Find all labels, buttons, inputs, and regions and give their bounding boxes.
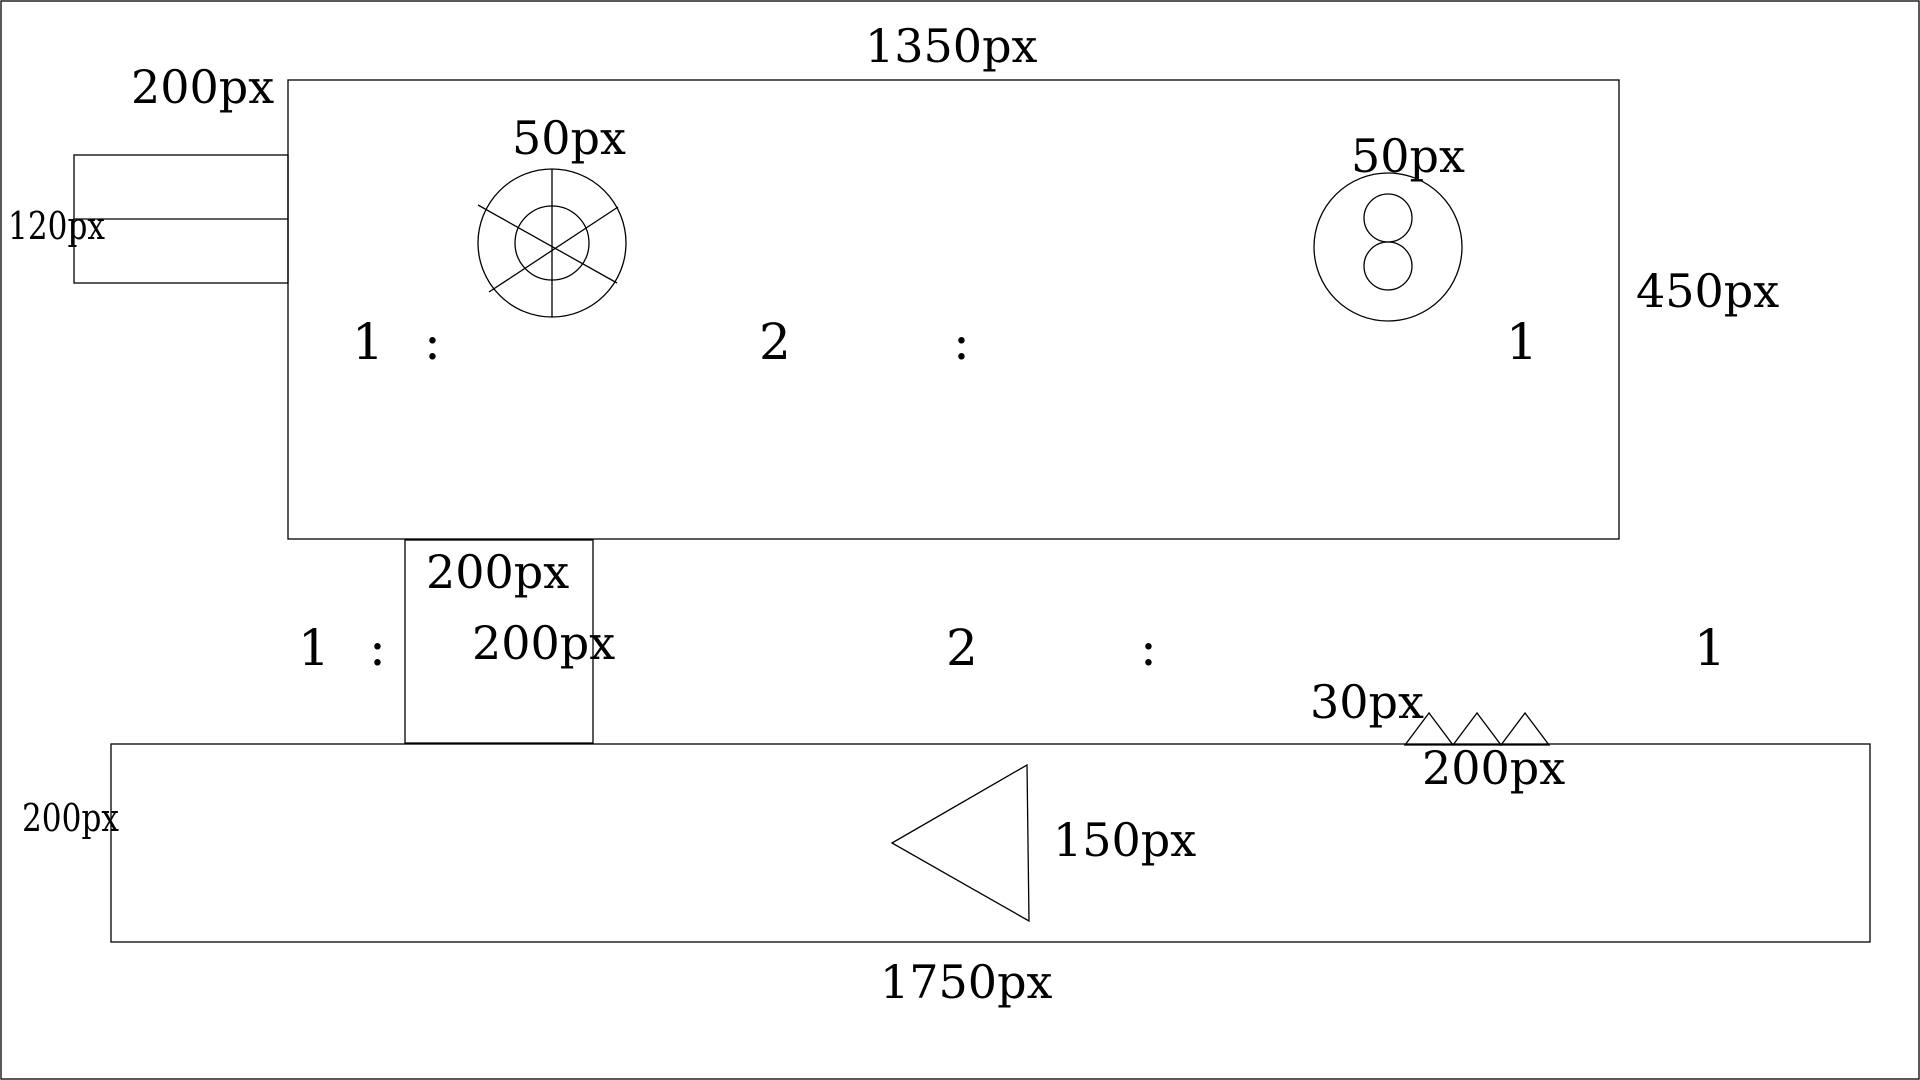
top-ratio-2: 2 xyxy=(759,313,791,371)
triangle-left-icon xyxy=(890,763,1030,923)
top-ratio-1: 1 xyxy=(352,313,384,371)
top-panel-rect xyxy=(287,79,1620,540)
middle-block: 200px 200px 1 : 2 : 1 xyxy=(298,539,1726,744)
top-ratio-3: 1 xyxy=(1506,313,1538,371)
top-ratio-colon-1: : xyxy=(424,313,441,371)
left-knob-width-label: 200px xyxy=(131,60,274,114)
middle-ratio-1: 1 xyxy=(298,619,330,677)
middle-ratio-colon-2: : xyxy=(1140,619,1157,677)
bottom-panel: 1750px 200px 150px 30px 200px xyxy=(22,675,1871,1009)
middle-ratio-colon-1: : xyxy=(369,619,386,677)
spike-row xyxy=(1403,711,1551,746)
left-knob: 200px 120px xyxy=(8,60,289,284)
triangle-size-label: 150px xyxy=(1053,813,1196,867)
figure8-icon-size-label: 50px xyxy=(1351,129,1465,183)
middle-block-rect xyxy=(404,539,594,744)
top-panel: 1350px 450px 200px 120px 50px 50px 1 : 2 xyxy=(8,19,1779,540)
spike xyxy=(1403,711,1455,746)
top-ratio-colon-2: : xyxy=(953,313,970,371)
spoked-wheel-icon xyxy=(477,168,627,318)
bottom-panel-height-label: 200px xyxy=(22,797,119,841)
middle-block-height-label: 200px xyxy=(472,616,615,670)
spike-width-label: 200px xyxy=(1422,741,1565,795)
spike xyxy=(1451,711,1503,746)
top-panel-height-label: 450px xyxy=(1636,264,1779,318)
top-panel-width-label: 1350px xyxy=(865,19,1038,73)
bottom-panel-width-label: 1750px xyxy=(880,955,1053,1009)
middle-block-width-label: 200px xyxy=(426,545,569,599)
spike-height-label: 30px xyxy=(1310,675,1424,729)
left-knob-height-label: 120px xyxy=(8,205,105,249)
bottom-panel-rect xyxy=(110,743,1871,943)
gear-icon-size-label: 50px xyxy=(512,111,626,165)
spike xyxy=(1499,711,1551,746)
middle-ratio-3: 1 xyxy=(1694,619,1726,677)
figure-eight-icon xyxy=(1313,172,1463,322)
middle-ratio-2: 2 xyxy=(946,619,978,677)
